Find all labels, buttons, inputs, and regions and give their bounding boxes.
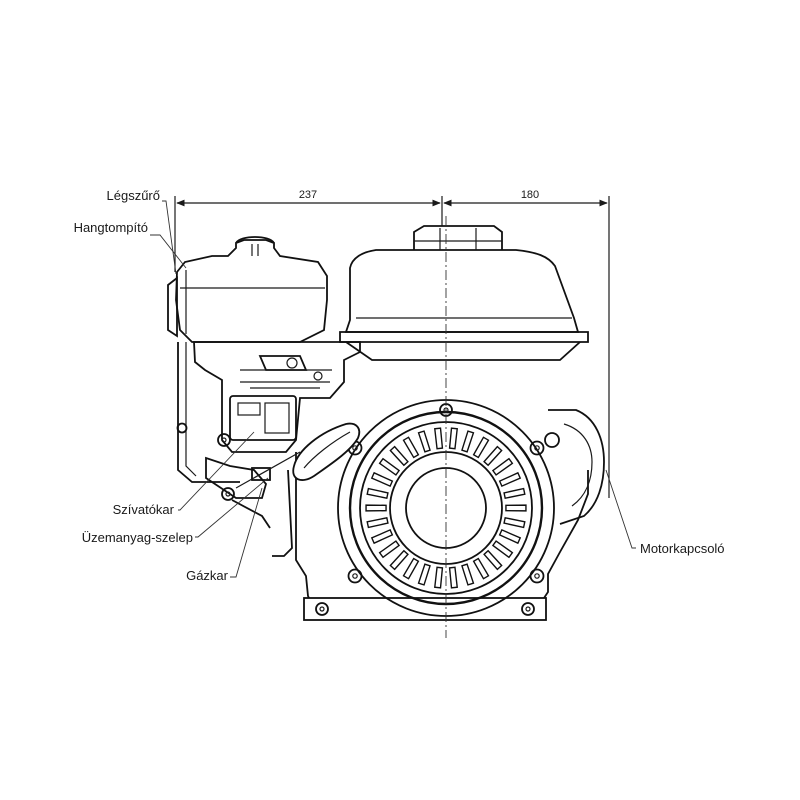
starter-louver-slot (366, 516, 389, 529)
starter-louver-slot (366, 487, 389, 500)
starter-louver-slot (505, 504, 527, 512)
label-engine-switch: Motorkapcsoló (640, 541, 725, 556)
starter-louver-slot (370, 471, 394, 488)
starter-louver-slot (498, 471, 522, 488)
fuel-tank (339, 225, 589, 361)
starter-louver-slot (378, 540, 401, 559)
engine-switch-housing (544, 409, 605, 525)
engine-drawing (167, 216, 605, 638)
dimension-lines: 237 180 (174, 189, 610, 498)
starter-louver-slot (402, 557, 420, 580)
dimension-180-value: 180 (521, 189, 539, 201)
starter-louver-slot (483, 445, 503, 467)
starter-louver-slot (503, 487, 526, 500)
starter-louver-slot (448, 427, 458, 450)
starter-louver-slot (434, 566, 444, 589)
control-linkage (205, 451, 301, 529)
starter-louver-slot (461, 430, 475, 453)
starter-louver-slot (472, 436, 490, 459)
label-throttle-lever: Gázkar (186, 568, 229, 583)
label-choke-lever: Szívatókar (113, 502, 175, 517)
starter-louver-slot (378, 457, 401, 476)
label-air-filter: Légszűrő (107, 188, 160, 203)
starter-louver-slot (389, 445, 409, 467)
crankcase (272, 452, 589, 621)
starter-louver-slot (389, 549, 409, 571)
carburettor-block (193, 341, 361, 453)
starter-louver-slot (365, 504, 387, 512)
muffler-housing (167, 236, 328, 483)
starter-louver-slot (498, 528, 522, 545)
leader-lines (150, 200, 636, 578)
starter-louver-slot (370, 528, 394, 545)
starter-louver-slot (417, 430, 431, 453)
starter-louver-slot (402, 436, 420, 459)
starter-louver-slot (491, 457, 514, 476)
starter-louver-slot (472, 557, 490, 580)
dimension-237-value: 237 (299, 189, 317, 201)
starter-louver-slot (434, 427, 444, 450)
starter-louver-slot (461, 563, 475, 586)
starter-louver-slot (483, 549, 503, 571)
starter-louver-slot (491, 540, 514, 559)
callout-labels: Légszűrő Hangtompító Szívatókar Üzemanya… (74, 188, 725, 583)
label-fuel-valve: Üzemanyag-szelep (82, 530, 193, 545)
starter-louver-slot (503, 516, 526, 529)
label-muffler: Hangtompító (74, 220, 148, 235)
starter-louver-slot (448, 566, 458, 589)
starter-handle (292, 422, 361, 481)
starter-louver-slot (417, 563, 431, 586)
